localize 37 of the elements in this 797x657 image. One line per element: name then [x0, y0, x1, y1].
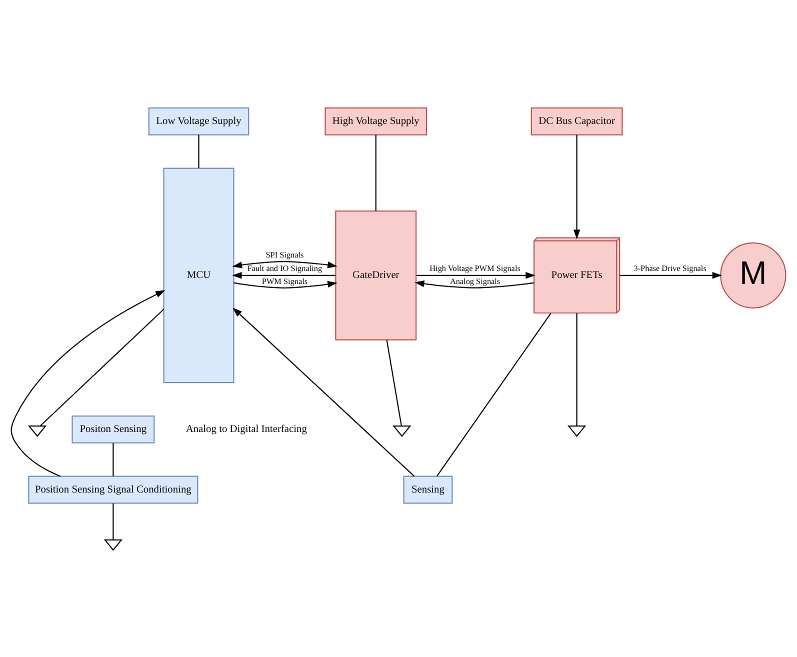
- arrow: [234, 280, 338, 288]
- node-box: Low Voltage Supply: [148, 106, 250, 135]
- node-triangle: [567, 425, 586, 437]
- connector: [386, 339, 402, 426]
- connector: [112, 442, 114, 476]
- arrow: [232, 260, 338, 268]
- node-triangle: [392, 425, 412, 437]
- node-box: DC Bus Capacitor: [530, 106, 623, 135]
- edge-label: 3-Phase Drive Signals: [634, 263, 706, 272]
- edge-label: SPI Signals: [266, 250, 304, 259]
- connector: [112, 502, 114, 540]
- connector: [40, 308, 164, 426]
- edge-label: Analog Signals: [450, 276, 500, 286]
- node-circle: M: [720, 242, 786, 308]
- edge-label: Fault and IO Signaling: [247, 263, 322, 272]
- node-box: Position Sensing Signal Conditioning: [28, 475, 198, 504]
- arrow: [414, 280, 534, 288]
- connector: [436, 312, 552, 476]
- node-triangle: [104, 538, 123, 550]
- arrow: [573, 134, 580, 239]
- arrow: [416, 272, 536, 278]
- edge-label: High Voltage PWM Signals: [430, 263, 520, 272]
- arrow: [620, 272, 722, 278]
- node-box: Positon Sensing: [72, 415, 155, 443]
- node-box: High Voltage Supply: [324, 106, 428, 135]
- node-box: GateDriver: [335, 210, 417, 340]
- node-box: Sensing: [403, 475, 453, 504]
- connector: [198, 134, 200, 168]
- arrow: [232, 307, 415, 476]
- connector: [375, 134, 376, 210]
- edge-label: PWM Signals: [262, 276, 308, 286]
- connector: [576, 312, 578, 426]
- node-triangle: [28, 425, 47, 437]
- arrow: [10, 290, 166, 476]
- label: Analog to Digital Interfacing: [186, 424, 307, 435]
- node-box: MCU: [163, 167, 234, 383]
- arrow: [232, 272, 336, 278]
